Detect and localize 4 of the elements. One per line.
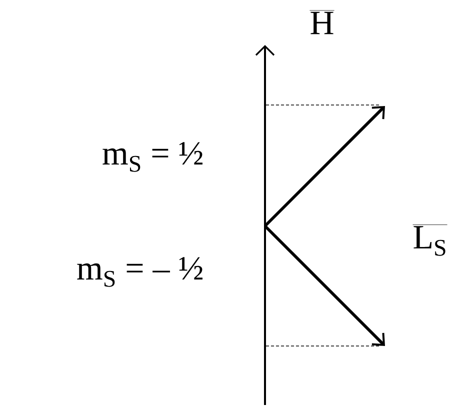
label: m$_{S}$ = – ½ [77,257,202,287]
label: H [310,10,334,34]
label: L$_{S}$ [412,224,448,256]
label: m$_{S}$ = ½ [102,142,202,172]
